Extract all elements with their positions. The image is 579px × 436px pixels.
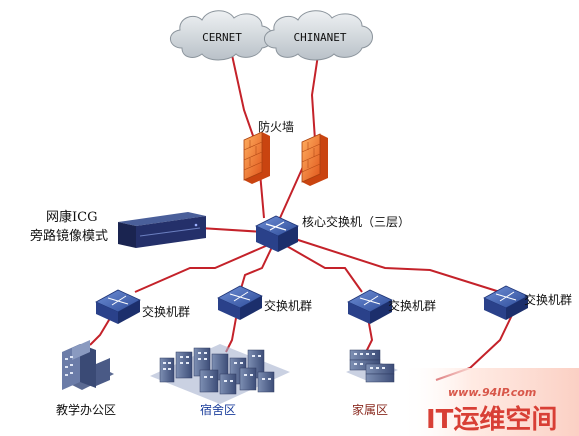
icg-appliance-icon — [118, 212, 206, 248]
watermark: www.94IP.com IT运维空间 — [400, 368, 579, 436]
cloud-cernet: CERNET — [170, 10, 273, 61]
core-switch-label: 核心交换机（三层） — [302, 214, 410, 229]
teaching-building-icon — [62, 340, 114, 390]
cloud-chinanet-label: CHINANET — [294, 31, 347, 44]
watermark-url: www.94IP.com — [448, 386, 536, 399]
cloud-chinanet: CHINANET — [264, 10, 373, 61]
switch-group-4-icon — [483, 285, 529, 320]
core-switch-icon — [255, 215, 299, 252]
link-cernet-firewall — [231, 54, 265, 219]
area-dorm-label: 宿舍区 — [200, 402, 236, 417]
switch-group-4-label: 交换机群 — [524, 292, 572, 307]
link-chinanet-firewall — [279, 54, 319, 219]
switch-group-3-icon — [347, 289, 393, 324]
switch-group-1-icon — [95, 289, 141, 324]
links — [89, 54, 513, 381]
switch-group-2-icon — [217, 285, 263, 320]
link-sw2-dorm — [225, 317, 237, 353]
cloud-cernet-label: CERNET — [202, 31, 242, 44]
firewall-left-icon — [243, 131, 270, 184]
link-sw1-teaching — [89, 314, 113, 346]
firewall-right-icon — [301, 133, 328, 186]
icg-label-line1: 网康ICG — [46, 209, 97, 225]
switch-group-2-label: 交换机群 — [264, 298, 312, 313]
link-core-sw2 — [239, 246, 273, 293]
link-core-sw4 — [291, 237, 501, 293]
switch-group-1-label: 交换机群 — [142, 304, 190, 319]
area-family-label: 家属区 — [352, 402, 388, 417]
watermark-title: IT运维空间 — [426, 404, 557, 435]
link-core-sw1 — [134, 244, 269, 293]
link-sw3-family — [365, 317, 374, 353]
link-core-sw3 — [284, 244, 363, 293]
area-teaching-label: 教学办公区 — [56, 402, 116, 417]
family-buildings-icon — [346, 349, 398, 383]
icg-label-line2: 旁路镜像模式 — [30, 228, 108, 244]
dorm-buildings-icon — [150, 344, 290, 404]
firewall-label: 防火墙 — [258, 119, 294, 134]
switch-group-3-label: 交换机群 — [388, 298, 436, 313]
link-icg-core — [199, 227, 265, 233]
